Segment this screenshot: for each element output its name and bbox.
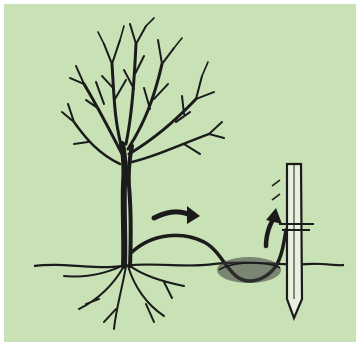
arrow-icon — [154, 206, 282, 246]
stake-icon — [272, 164, 314, 318]
soil-mound-icon — [217, 257, 281, 283]
roots-icon — [64, 266, 184, 329]
layering-diagram — [4, 4, 356, 342]
tree-icon — [62, 18, 224, 266]
